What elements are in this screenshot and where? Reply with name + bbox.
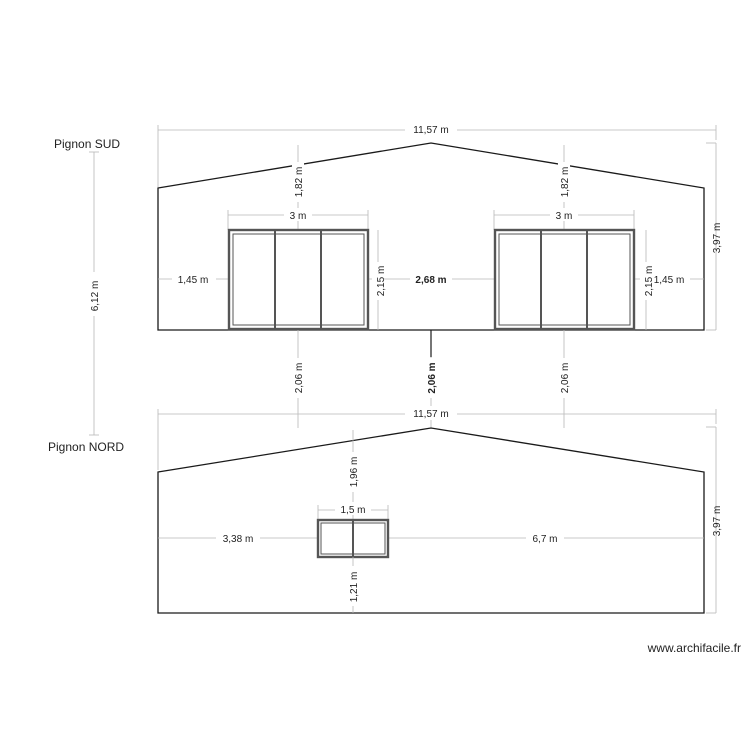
- south-window-left: [227, 228, 370, 331]
- north-window-width-label: 1,5 m: [340, 505, 365, 516]
- south-roof-to-window-left-label: 1,82 m: [294, 167, 305, 198]
- south-wall-outline: [157, 142, 705, 331]
- watermark: www.archifacile.fr: [647, 641, 741, 655]
- south-window-left-height-label: 2,15 m: [376, 266, 387, 297]
- south-left-offset-label: 1,45 m: [178, 275, 209, 286]
- left-vertical-dimension-label: 6,12 m: [90, 281, 101, 312]
- north-window: [316, 518, 390, 559]
- north-roof-to-window-label: 1,96 m: [349, 457, 360, 488]
- north-wall-outline: [157, 427, 705, 614]
- south-height-label: 3,97 m: [712, 223, 723, 254]
- south-below-right-label: 2,06 m: [560, 363, 571, 394]
- south-below-center-label: 2,06 m: [427, 362, 438, 393]
- south-below-left-label: 2,06 m: [294, 363, 305, 394]
- north-elevation-title: Pignon NORD: [48, 440, 124, 454]
- north-height-label: 3,97 m: [712, 506, 723, 537]
- south-roof-to-window-right-label: 1,82 m: [560, 167, 571, 198]
- south-right-offset-label: 1,45 m: [654, 275, 685, 286]
- south-width-label: 11,57 m: [413, 125, 448, 136]
- north-window-to-floor-label: 1,21 m: [349, 572, 360, 603]
- north-width-label: 11,57 m: [413, 409, 448, 420]
- south-window-left-width-label: 3 m: [290, 211, 307, 222]
- south-between-windows-label: 2,68 m: [415, 275, 446, 286]
- south-elevation-title: Pignon SUD: [54, 137, 120, 151]
- north-left-offset-label: 3,38 m: [223, 534, 254, 545]
- south-window-right: [493, 228, 636, 331]
- south-window-right-height-label: 2,15 m: [644, 266, 655, 297]
- north-right-offset-label: 6,7 m: [532, 534, 557, 545]
- south-window-right-width-label: 3 m: [556, 211, 573, 222]
